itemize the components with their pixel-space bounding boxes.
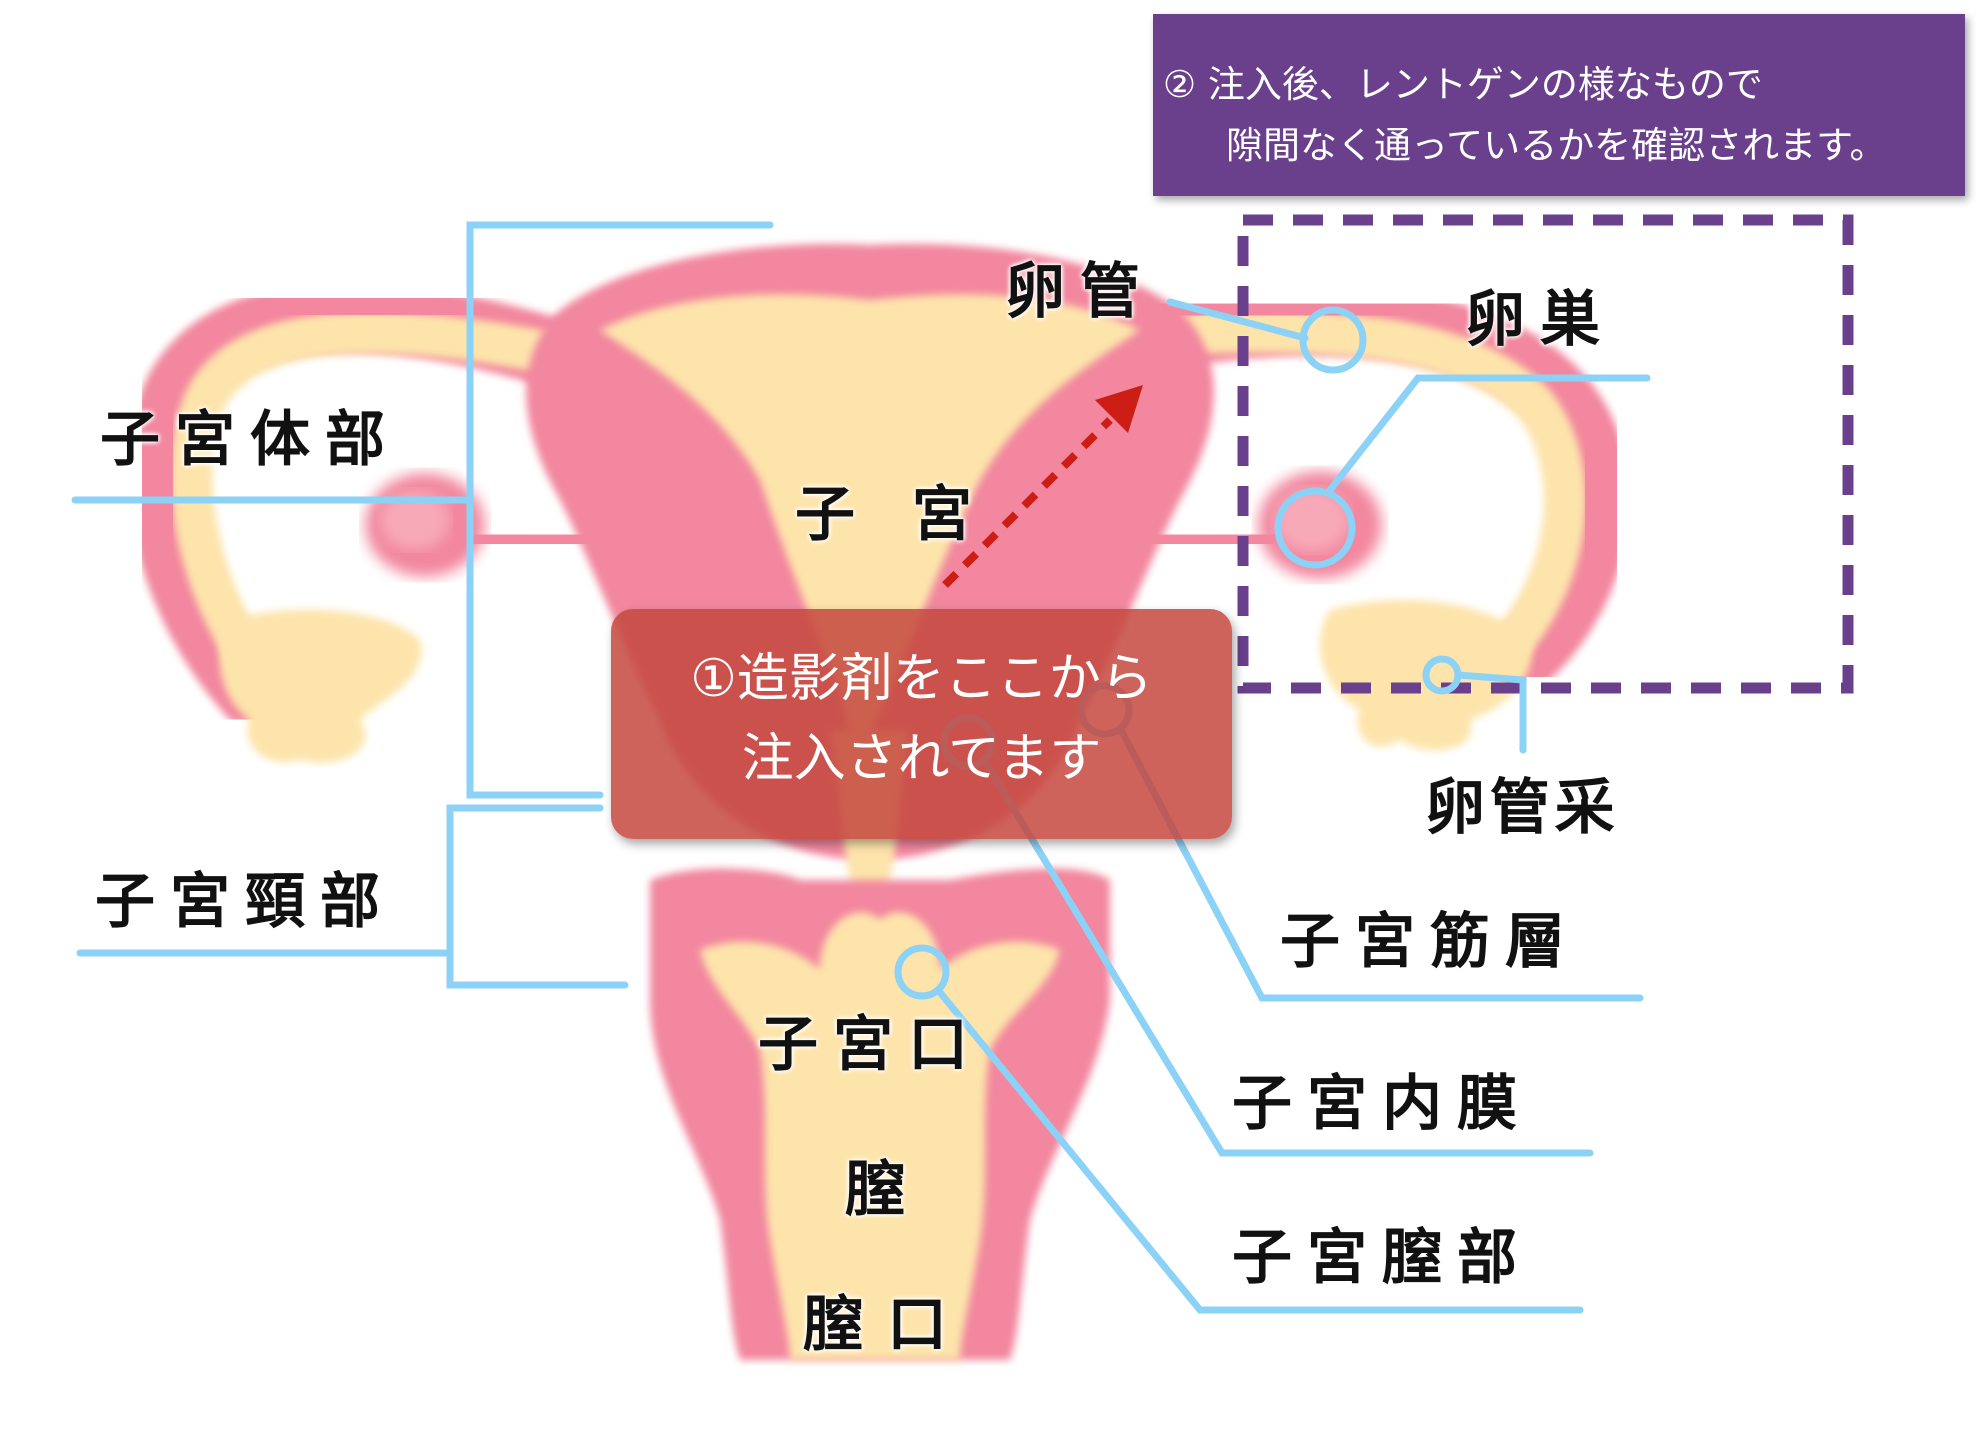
- leader-vaginal-portion: [934, 986, 1584, 1314]
- label-uterus: 子 宮: [795, 480, 990, 550]
- marker-oviduct: [1299, 306, 1367, 374]
- label-cervix: 子宮頸部: [95, 867, 395, 937]
- note-step1-line1: ①造影剤をここから: [690, 649, 1153, 709]
- label-vaginal-opening: 膣口: [803, 1290, 971, 1360]
- injection-arrowhead: [1095, 385, 1143, 433]
- label-ovary: 卵巣: [1465, 285, 1615, 355]
- label-fimbria: 卵管采: [1425, 773, 1620, 843]
- label-vaginal-portion: 子宮膣部: [1232, 1223, 1532, 1293]
- label-external-os: 子宮口: [758, 1010, 983, 1080]
- ovary-highlight-box: [1237, 214, 1854, 694]
- leader-oviduct: [1166, 298, 1309, 342]
- note-step2-line1: ② 注入後、レントゲンの様なもので: [1163, 63, 1763, 106]
- marker-external-os: [894, 944, 950, 1000]
- note-step1-line2: 注入されてます: [741, 729, 1102, 789]
- leader-uterine-body: [466, 221, 774, 799]
- leader-cervix: [446, 804, 629, 989]
- label-myometrium: 子宮筋層: [1280, 907, 1580, 977]
- leader-endometrium: [980, 756, 1594, 1157]
- note-step2-line2: 隙間なく通っているかを確認されます。: [1226, 124, 1887, 167]
- label-vagina: 膣: [845, 1155, 920, 1225]
- marker-ovary: [1274, 487, 1356, 569]
- label-uterine-body: 子宮体部: [100, 405, 400, 475]
- leader-fimbria: [1454, 671, 1527, 754]
- left-fallopian-tube: [127, 282, 595, 763]
- injection-arrow: [942, 417, 1113, 588]
- leader-ovary: [1326, 374, 1651, 494]
- note-step1: ①造影剤をここから 注入されてます: [611, 609, 1232, 839]
- note-step2: ② 注入後、レントゲンの様なもので 隙間なく通っているかを確認されます。: [1153, 14, 1965, 196]
- label-oviduct: 卵管: [1005, 257, 1155, 327]
- label-endometrium: 子宮内膜: [1232, 1069, 1532, 1139]
